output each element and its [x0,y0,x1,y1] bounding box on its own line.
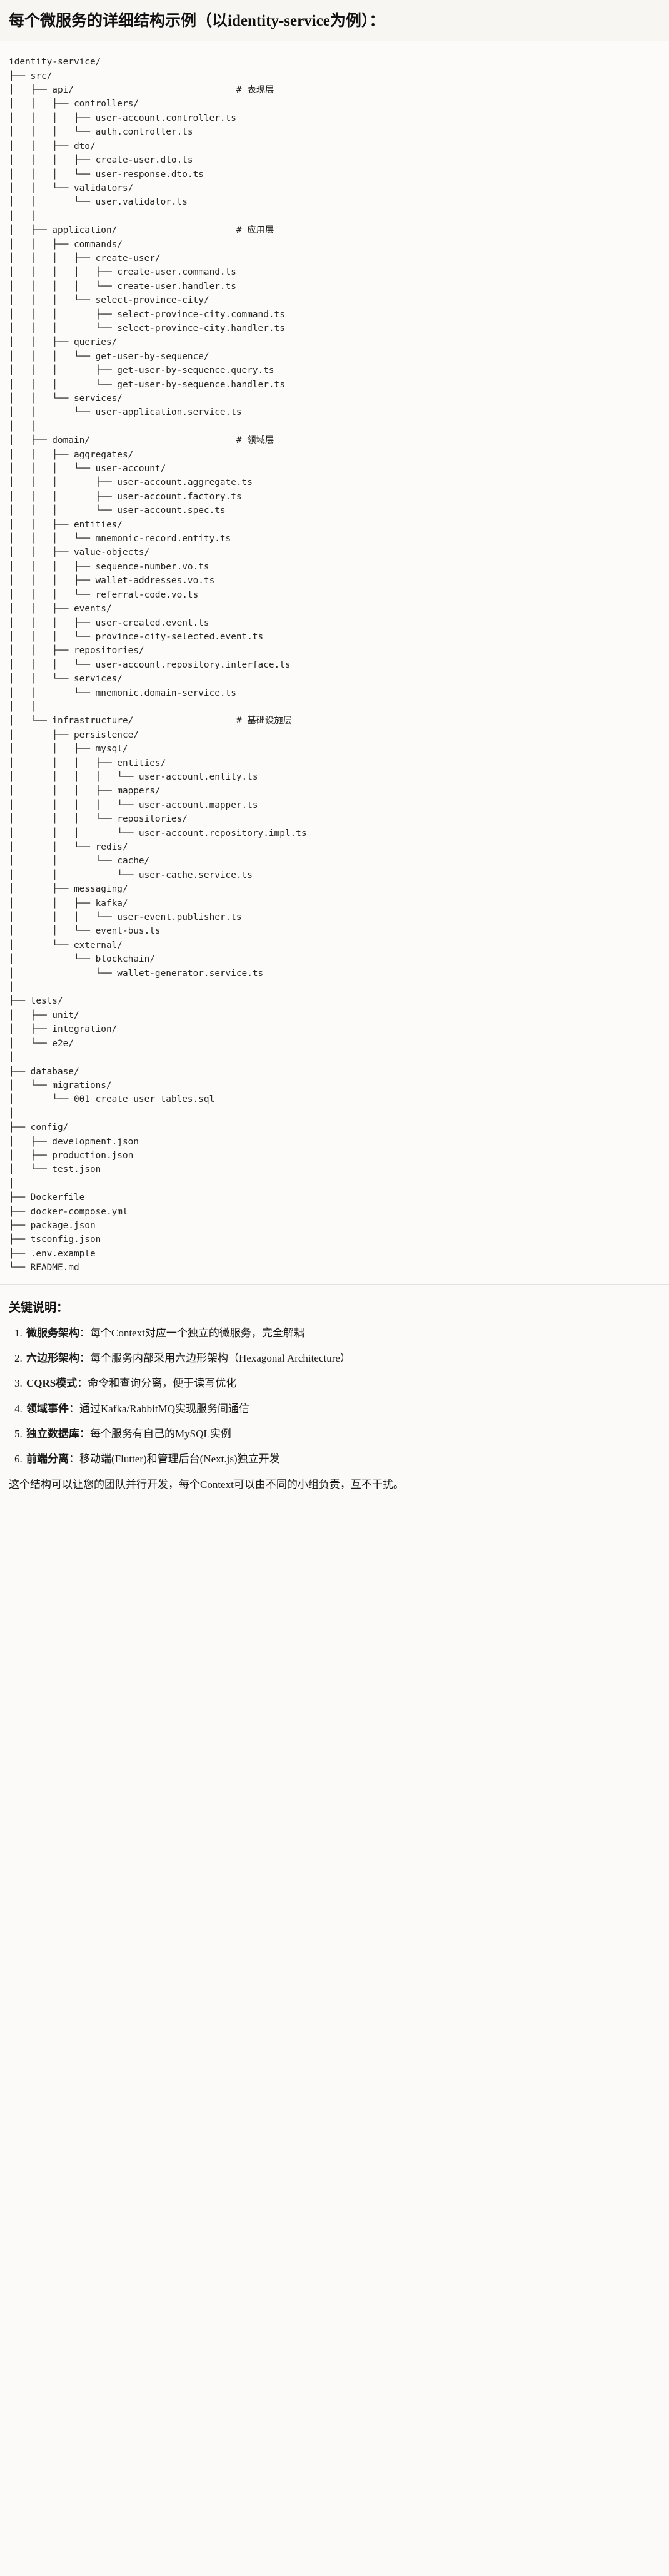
note-term: 前端分离 [26,1453,69,1465]
note-desc: ：每个服务有自己的MySQL实例 [79,1427,231,1440]
note-desc: ：每个Context对应一个独立的微服务，完全解耦 [79,1326,304,1339]
note-term: 六边形架构 [26,1352,79,1364]
page-root: 每个微服务的详细结构示例（以identity-service为例）： ident… [0,0,669,1507]
note-term: CQRS模式 [26,1377,78,1390]
list-item: CQRS模式：命令和查询分离，便于读写优化 [25,1375,660,1392]
directory-tree-block: identity-service/ ├── src/ │ ├── api/ # … [0,41,669,1284]
list-item: 领域事件：通过Kafka/RabbitMQ实现服务间通信 [25,1401,660,1417]
page-title: 每个微服务的详细结构示例（以identity-service为例）： [9,13,385,29]
note-desc: ：移动端(Flutter)和管理后台(Next.js)独立开发 [69,1453,280,1465]
list-item: 六边形架构：每个服务内部采用六边形架构（Hexagonal Architectu… [25,1350,660,1367]
directory-tree: identity-service/ ├── src/ │ ├── api/ # … [9,57,307,1273]
document-header: 每个微服务的详细结构示例（以identity-service为例）： [0,0,669,42]
list-item: 微服务架构：每个Context对应一个独立的微服务，完全解耦 [25,1325,660,1341]
note-term: 微服务架构 [26,1326,79,1339]
key-notes-list: 微服务架构：每个Context对应一个独立的微服务，完全解耦 六边形架构：每个服… [9,1325,660,1468]
list-item: 前端分离：移动端(Flutter)和管理后台(Next.js)独立开发 [25,1451,660,1467]
note-desc: ：通过Kafka/RabbitMQ实现服务间通信 [69,1402,249,1415]
list-item: 独立数据库：每个服务有自己的MySQL实例 [25,1426,660,1442]
note-desc: ：每个服务内部采用六边形架构（Hexagonal Architecture） [79,1352,351,1364]
note-term: 领域事件 [26,1402,69,1415]
closing-paragraph: 这个结构可以让您的团队并行开发，每个Context可以由不同的小组负责，互不干扰… [9,1478,404,1490]
note-term: 独立数据库 [26,1427,79,1440]
key-notes-section: 关键说明： 微服务架构：每个Context对应一个独立的微服务，完全解耦 六边形… [0,1283,669,1507]
key-notes-title: 关键说明： [9,1301,69,1315]
note-desc: ：命令和查询分离，便于读写优化 [77,1377,237,1390]
